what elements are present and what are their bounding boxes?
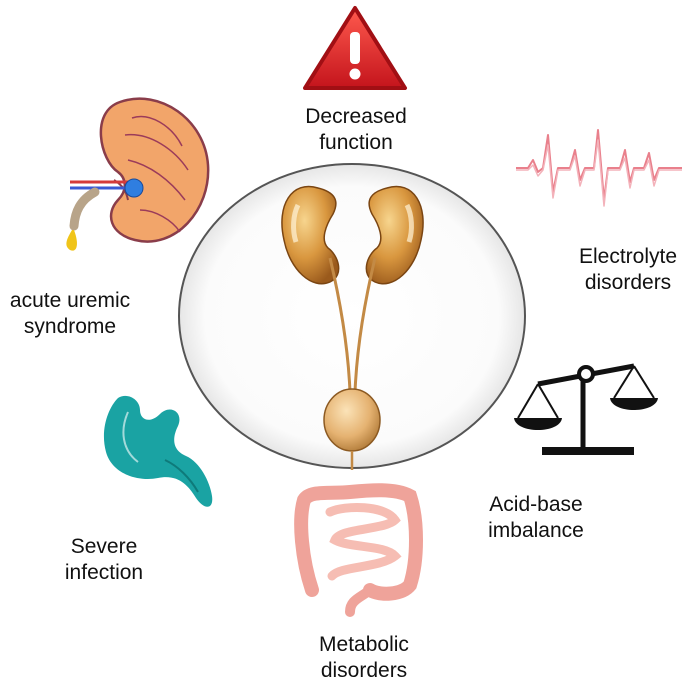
intestines-icon [294, 483, 423, 617]
label-electrolyte-disorders: Electrolyte disorders [578, 245, 678, 294]
balance-scale-icon [514, 363, 658, 455]
warning-triangle-icon [303, 6, 407, 90]
kidneys-and-bladder-icon [281, 185, 424, 470]
label-severe-infection: Severe infection [64, 535, 144, 584]
label-metabolic-disorders: Metabolic disorders [319, 633, 409, 682]
kidney-cross-section-icon [66, 97, 210, 251]
ecg-waveform-icon [516, 129, 682, 207]
label-decreased-function: Decreased function [305, 105, 407, 154]
stomach-icon [103, 395, 213, 507]
label-acid-base-imbalance: Acid-base imbalance [488, 493, 584, 542]
label-acute-uremic-syndrome: acute uremic syndrome [9, 289, 131, 338]
